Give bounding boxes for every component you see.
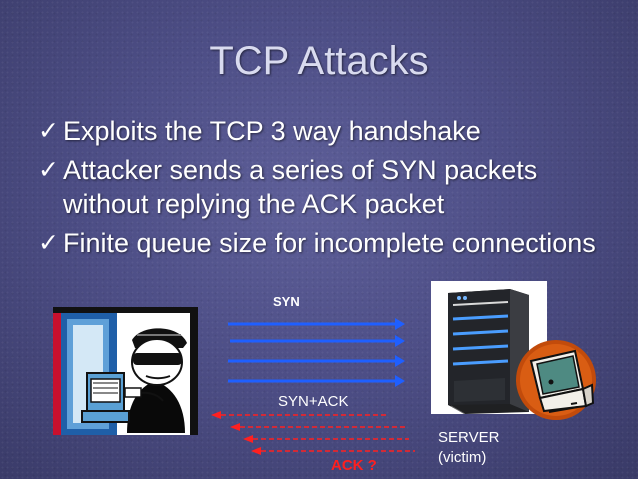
synack-arrows [211, 411, 415, 455]
bullet-item-3: ✓ Finite queue size for incomplete conne… [38, 226, 618, 260]
bullet-text-1: Exploits the TCP 3 way handshake [63, 116, 481, 146]
bullet-list: ✓ Exploits the TCP 3 way handshake ✓ Att… [38, 114, 618, 265]
ack-question-label: ACK ? [331, 457, 377, 474]
syn-label: SYN [273, 294, 300, 309]
slide-title: TCP Attacks [209, 39, 429, 83]
check-icon: ✓ [38, 116, 59, 145]
bullet-text-2: Attacker sends a series of SYN packets w… [63, 155, 538, 219]
server-label-line1: SERVER [438, 429, 500, 446]
monitor-icon [513, 337, 599, 423]
synack-label: SYN+ACK [278, 393, 349, 410]
server-victim-label: SERVER (victim) [438, 428, 508, 468]
syn-arrows [228, 318, 405, 387]
attacker-icon [53, 307, 198, 435]
bullet-item-2: ✓ Attacker sends a series of SYN packets… [38, 153, 618, 221]
bullet-item-1: ✓ Exploits the TCP 3 way handshake [38, 114, 618, 148]
check-icon: ✓ [38, 228, 59, 257]
check-icon: ✓ [38, 155, 59, 184]
server-label-line2: (victim) [438, 449, 487, 466]
handshake-arrows [211, 318, 415, 455]
bullet-text-3: Finite queue size for incomplete connect… [63, 228, 596, 258]
server-tower-icon [431, 281, 547, 415]
